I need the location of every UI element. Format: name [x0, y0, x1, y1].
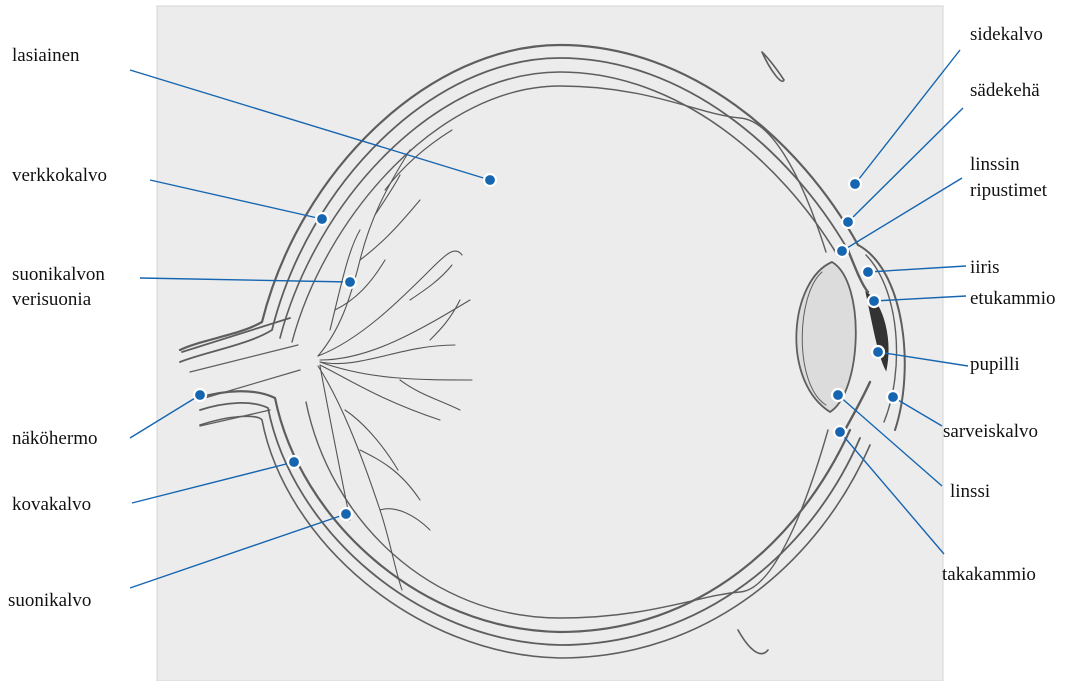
- dot-etukammio: [868, 295, 880, 307]
- label-pupilli: pupilli: [970, 352, 1020, 378]
- label-iiris: iiris: [970, 255, 1000, 281]
- label-etukammio: etukammio: [970, 286, 1055, 312]
- label-linssin: linssin: [970, 152, 1020, 178]
- dot-lasiainen: [484, 174, 496, 186]
- label-lasiainen: lasiainen: [12, 43, 80, 69]
- dot-sidekalvo: [849, 178, 861, 190]
- dot-sarveiskalvo: [887, 391, 899, 403]
- dot-iiris: [862, 266, 874, 278]
- dot-suonikalvo: [340, 508, 352, 520]
- dot-sadekeha: [842, 216, 854, 228]
- label-suonikalvo: suonikalvo: [8, 588, 91, 614]
- dot-kovakalvo: [288, 456, 300, 468]
- label-suonikalvon: suonikalvon: [12, 262, 105, 288]
- label-nakohermo: näköhermo: [12, 426, 97, 452]
- dot-pupilli: [872, 346, 884, 358]
- dot-linssin-ripustimet: [836, 245, 848, 257]
- dot-takakammio: [834, 426, 846, 438]
- label-kovakalvo: kovakalvo: [12, 492, 91, 518]
- label-sidekalvo: sidekalvo: [970, 22, 1043, 48]
- label-linssi: linssi: [950, 479, 990, 505]
- label-sarveiskalvo: sarveiskalvo: [943, 419, 1038, 445]
- dot-linssi: [832, 389, 844, 401]
- label-ripustimet: ripustimet: [970, 178, 1047, 204]
- dot-verkkokalvo: [316, 213, 328, 225]
- label-sadekeha: sädekehä: [970, 78, 1040, 104]
- label-takakammio: takakammio: [942, 562, 1036, 588]
- label-verisuonia: verisuonia: [12, 287, 91, 313]
- dot-suonikalvon-verisuonia: [344, 276, 356, 288]
- label-verkkokalvo: verkkokalvo: [12, 163, 107, 189]
- dot-nakohermo: [194, 389, 206, 401]
